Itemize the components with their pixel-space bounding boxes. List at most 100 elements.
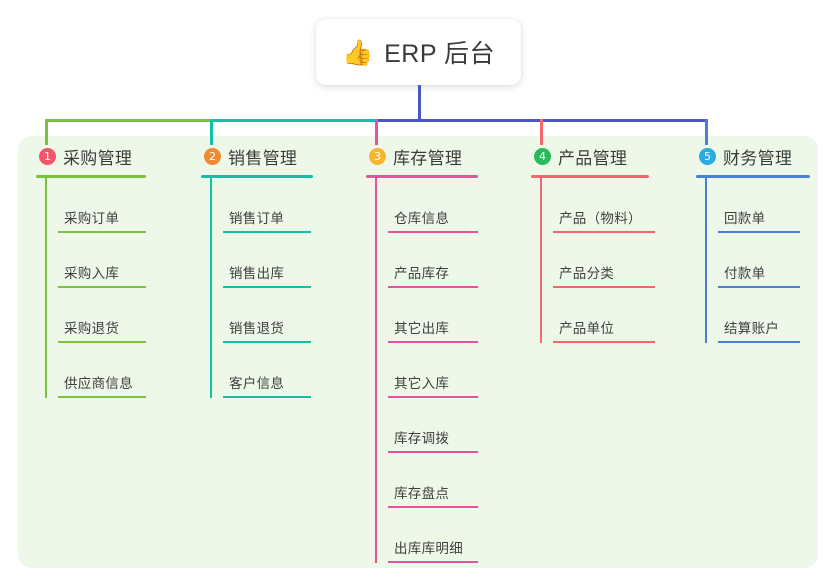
branch-item-rule — [388, 451, 478, 453]
branch-item[interactable]: 销售订单 — [223, 178, 351, 233]
branch-drop-4 — [540, 119, 543, 145]
diagram-panel — [18, 136, 818, 568]
branch-item-rule — [718, 341, 800, 343]
branch-item[interactable]: 销售退货 — [223, 288, 351, 343]
branch-item[interactable]: 客户信息 — [223, 343, 351, 398]
branch-number-badge: 4 — [534, 147, 551, 165]
branch-body: 仓库信息产品库存其它出库其它入库库存调拨库存盘点出库库明细 — [366, 178, 516, 563]
branch-item-label: 客户信息 — [229, 376, 285, 391]
branch-item[interactable]: 付款单 — [718, 233, 826, 288]
branch-item-rule — [58, 231, 146, 233]
branch-item-label: 采购订单 — [64, 211, 120, 226]
branch-item[interactable]: 采购订单 — [58, 178, 186, 233]
branch-item-rule — [388, 561, 478, 563]
branch-item-label: 库存盘点 — [394, 486, 450, 501]
branch-item[interactable]: 销售出库 — [223, 233, 351, 288]
branch-number-badge: 5 — [699, 147, 716, 165]
branch-stem — [705, 178, 707, 343]
branch-item-label: 其它入库 — [394, 376, 450, 391]
branch-item-list: 回款单付款单结算账户 — [696, 178, 826, 343]
branch-column-2: 2 销售管理销售订单销售出库销售退货客户信息 — [201, 144, 351, 398]
branch-item[interactable]: 仓库信息 — [388, 178, 516, 233]
branch-item-list: 销售订单销售出库销售退货客户信息 — [201, 178, 351, 398]
branch-header-4[interactable]: 4 产品管理 — [531, 144, 691, 168]
branch-item[interactable]: 产品分类 — [553, 233, 691, 288]
branch-drop-3 — [375, 119, 378, 145]
branch-item-label: 仓库信息 — [394, 211, 450, 226]
branch-item-list: 仓库信息产品库存其它出库其它入库库存调拨库存盘点出库库明细 — [366, 178, 516, 563]
root-node-title: ERP 后台 — [384, 40, 496, 68]
branch-item-label: 产品单位 — [559, 321, 615, 336]
branch-item[interactable]: 结算账户 — [718, 288, 826, 343]
branch-item-label: 销售退货 — [229, 321, 285, 336]
branch-drop-2 — [210, 119, 213, 145]
branch-item[interactable]: 其它入库 — [388, 343, 516, 398]
branch-item-label: 销售出库 — [229, 266, 285, 281]
branch-column-4: 4 产品管理产品（物料） 产品分类产品单位 — [531, 144, 691, 343]
branch-item-label: 产品（物料） — [559, 211, 642, 226]
branch-item-rule — [388, 506, 478, 508]
branch-item[interactable]: 回款单 — [718, 178, 826, 233]
branch-item-rule — [58, 396, 146, 398]
branch-title: 产品管理 — [558, 148, 628, 168]
branch-item-rule — [223, 231, 311, 233]
branch-item-rule — [718, 231, 800, 233]
branch-item[interactable]: 采购退货 — [58, 288, 186, 343]
branch-body: 销售订单销售出库销售退货客户信息 — [201, 178, 351, 398]
branch-item-label: 采购退货 — [64, 321, 120, 336]
branch-item-rule — [553, 231, 655, 233]
root-node-erp-backend[interactable]: 👍 ERP 后台 — [316, 19, 521, 85]
branch-column-3: 3 库存管理仓库信息产品库存其它出库其它入库库存调拨库存盘点出库库明细 — [366, 144, 516, 563]
branch-item-label: 结算账户 — [724, 321, 780, 336]
branch-number-badge: 1 — [39, 147, 56, 165]
branch-title: 销售管理 — [228, 148, 298, 168]
branch-item-list: 采购订单采购入库采购退货供应商信息 — [36, 178, 186, 398]
root-connector-vertical — [418, 85, 421, 122]
branch-item-label: 产品库存 — [394, 266, 450, 281]
branch-item-rule — [718, 286, 800, 288]
trunk-segment-teal — [210, 119, 375, 122]
branch-item-rule — [223, 396, 311, 398]
branch-number-badge: 3 — [369, 147, 386, 165]
branch-header-2[interactable]: 2 销售管理 — [201, 144, 351, 168]
branch-body: 产品（物料） 产品分类产品单位 — [531, 178, 691, 343]
branch-title: 库存管理 — [393, 148, 463, 168]
branch-number-badge: 2 — [204, 147, 221, 165]
branch-header-rule — [366, 175, 478, 178]
branch-header-rule — [531, 175, 649, 178]
branch-item[interactable]: 库存盘点 — [388, 453, 516, 508]
branch-item[interactable]: 出库库明细 — [388, 508, 516, 563]
branch-item-label: 产品分类 — [559, 266, 615, 281]
branch-item-rule — [553, 286, 655, 288]
branch-drop-1 — [45, 119, 48, 145]
branch-item-rule — [388, 231, 478, 233]
branch-item-rule — [388, 286, 478, 288]
branch-item[interactable]: 采购入库 — [58, 233, 186, 288]
branch-item[interactable]: 供应商信息 — [58, 343, 186, 398]
branch-item-label: 采购入库 — [64, 266, 120, 281]
branch-item-rule — [223, 341, 311, 343]
branch-item-label: 其它出库 — [394, 321, 450, 336]
branch-item[interactable]: 产品库存 — [388, 233, 516, 288]
branch-header-rule — [201, 175, 313, 178]
branch-drop-5 — [705, 119, 708, 145]
branch-item-list: 产品（物料） 产品分类产品单位 — [531, 178, 691, 343]
branch-item[interactable]: 产品（物料） — [553, 178, 691, 233]
branch-header-3[interactable]: 3 库存管理 — [366, 144, 516, 168]
branch-item-rule — [388, 341, 478, 343]
branch-item[interactable]: 其它出库 — [388, 288, 516, 343]
root-node-content: 👍 ERP 后台 — [342, 34, 495, 70]
branch-item-label: 出库库明细 — [394, 541, 463, 556]
thumbs-up-icon: 👍 — [341, 37, 374, 67]
branch-item-label: 库存调拨 — [394, 431, 450, 446]
branch-item[interactable]: 产品单位 — [553, 288, 691, 343]
branch-item-rule — [388, 396, 478, 398]
branch-body: 回款单付款单结算账户 — [696, 178, 826, 343]
branch-item[interactable]: 库存调拨 — [388, 398, 516, 453]
branch-item-label: 供应商信息 — [64, 376, 133, 391]
